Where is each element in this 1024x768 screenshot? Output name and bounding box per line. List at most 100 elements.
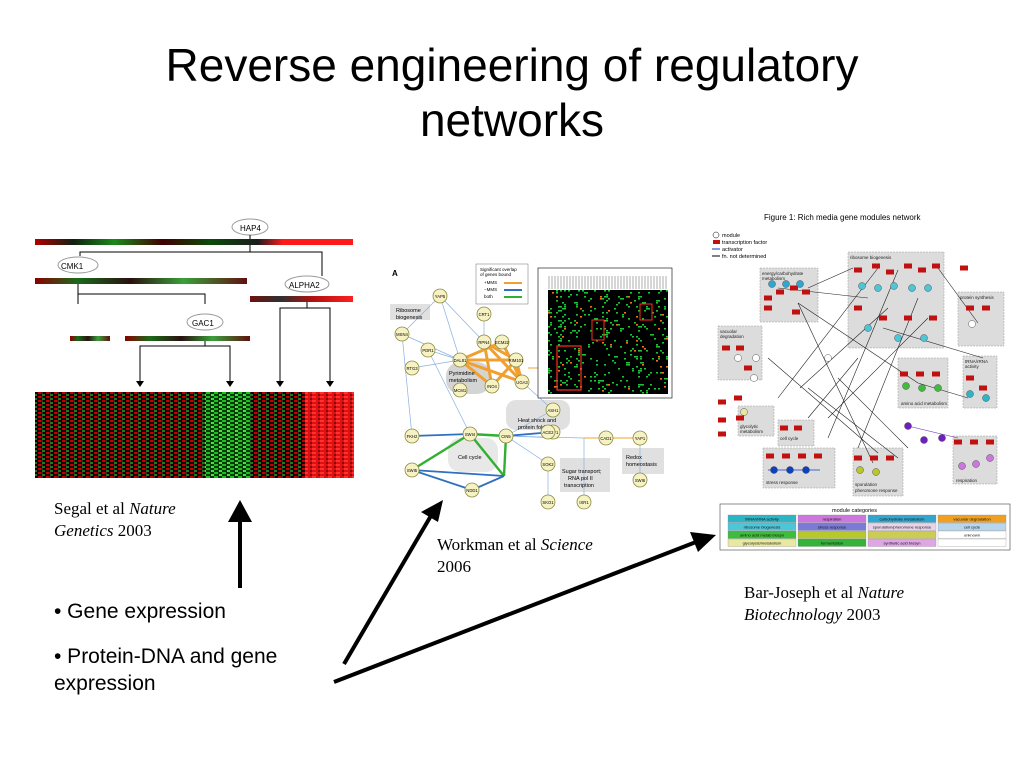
- transcription-factor-node: [918, 267, 926, 273]
- transcription-factor-node: [904, 315, 912, 321]
- barjoseph-module-network-figure: Figure 1: Rich media gene modules networ…: [712, 213, 1011, 551]
- category-swatch: [937, 530, 1007, 539]
- network-node: [404, 428, 420, 444]
- segal-regulation-tree-figure: HAP4 CMK1 ALPHA2 GAC1: [35, 218, 354, 478]
- transcription-factor-node: [854, 305, 862, 311]
- network-node: [508, 352, 524, 368]
- network-node-label: SKO1: [542, 500, 554, 505]
- category-swatch: [797, 522, 867, 531]
- module-node: [958, 462, 966, 470]
- transcription-factor-node: [970, 439, 978, 445]
- category-swatch: [867, 514, 937, 523]
- network-node: [432, 288, 448, 304]
- network-node: [540, 494, 556, 510]
- regulator-alpha2: ALPHA2: [289, 281, 320, 290]
- transcription-factor-node: [734, 395, 742, 401]
- module-node: [908, 284, 916, 292]
- transcription-factor-node: [879, 315, 887, 321]
- category-label: vacuolar degradation: [953, 516, 990, 521]
- module-node: [768, 280, 776, 288]
- svg-text:Redox: Redox: [626, 455, 642, 461]
- category-swatch: [867, 522, 937, 531]
- transcription-factor-node: [718, 417, 726, 423]
- regulator-cmk1: CMK1: [61, 262, 84, 271]
- category-label: tRNA/rRNA activity: [745, 516, 779, 521]
- network-node-label: ECM22: [495, 340, 510, 345]
- category-label: amino acid metab biosyn: [740, 532, 784, 537]
- module-node: [918, 384, 926, 392]
- network-node: [598, 430, 614, 446]
- transcription-factor-node: [932, 371, 940, 377]
- network-node-label: MCM1: [454, 388, 467, 393]
- network-node: [484, 378, 500, 394]
- svg-text:fn. not determined: fn. not determined: [722, 254, 766, 260]
- network-node-label: YAP5: [435, 294, 446, 299]
- transcription-factor-node: [904, 263, 912, 269]
- transcription-factor-node: [776, 289, 784, 295]
- category-swatch: [797, 530, 867, 539]
- network-node: [404, 462, 420, 478]
- transcription-factor-node: [736, 345, 744, 351]
- category-swatch: [867, 538, 937, 547]
- expression-heatmap-green: [205, 392, 250, 478]
- svg-text:sporulation: sporulation: [855, 482, 878, 487]
- network-node-label: PDR1: [422, 348, 434, 353]
- network-node-label: RIM101: [509, 358, 524, 363]
- svg-text:Pyrimidine: Pyrimidine: [449, 371, 475, 377]
- network-node-label: RPN4: [478, 340, 490, 345]
- transcription-factor-node: [886, 269, 894, 275]
- module-node: [966, 390, 974, 398]
- svg-text:Significant overlap: Significant overlap: [480, 267, 517, 272]
- network-node-label: ASH1: [548, 408, 560, 413]
- svg-text:degradation: degradation: [720, 334, 744, 339]
- svg-text:of genes bound: of genes bound: [480, 272, 512, 277]
- slide-title: Reverse engineering of regulatory networ…: [0, 38, 1024, 148]
- transcription-factor-node: [916, 371, 924, 377]
- module-node: [802, 466, 810, 474]
- network-node: [452, 352, 468, 368]
- transcription-factor-node: [982, 305, 990, 311]
- network-node-label: SWI5: [407, 468, 418, 473]
- module-node: [938, 434, 946, 442]
- transcription-factor-node: [814, 453, 822, 459]
- module-node: [904, 422, 912, 430]
- svg-text:+MMS: +MMS: [484, 280, 497, 285]
- module-node: [824, 354, 832, 362]
- transcription-factor-node: [802, 289, 810, 295]
- category-label: carbohydrate metabolism: [880, 516, 926, 521]
- transcription-factor-node: [900, 371, 908, 377]
- network-node-label: NDD1: [466, 488, 478, 493]
- category-swatch: [937, 522, 1007, 531]
- transcription-factor-node: [794, 425, 802, 431]
- module-node: [890, 282, 898, 290]
- network-node-label: ACE2: [543, 430, 555, 435]
- category-swatch: [797, 538, 867, 547]
- category-label: fermentation: [821, 540, 843, 545]
- module-node: [858, 282, 866, 290]
- network-node: [540, 424, 556, 440]
- svg-text:glycolytic: glycolytic: [740, 424, 759, 429]
- module-node: [734, 354, 742, 362]
- network-node: [452, 382, 468, 398]
- module-categories-title: module categories: [832, 508, 877, 514]
- network-node-label: IXR1: [579, 500, 589, 505]
- network-node-label: YAP1: [635, 436, 646, 441]
- category-swatch: [797, 514, 867, 523]
- slide-title-line2: networks: [419, 94, 605, 146]
- network-node: [632, 430, 648, 446]
- module-node: [874, 284, 882, 292]
- module-node: [864, 324, 872, 332]
- category-swatch: [727, 514, 797, 523]
- transcription-factor-node: [782, 453, 790, 459]
- category-swatch: [937, 514, 1007, 523]
- svg-text:biogenesis: biogenesis: [396, 315, 423, 321]
- svg-text:ribosome biogenesis: ribosome biogenesis: [850, 255, 892, 260]
- module-node: [752, 354, 760, 362]
- transcription-factor-node: [966, 375, 974, 381]
- figure3-title: Figure 1: Rich media gene modules networ…: [764, 213, 922, 222]
- svg-text:homeostasis: homeostasis: [626, 462, 657, 468]
- network-node-label: DAL81: [454, 358, 467, 363]
- bullet-list: • Gene expression • Protein-DNA and gene…: [54, 598, 354, 697]
- transcription-factor-node: [870, 455, 878, 461]
- svg-text:Heat shock and: Heat shock and: [518, 418, 556, 424]
